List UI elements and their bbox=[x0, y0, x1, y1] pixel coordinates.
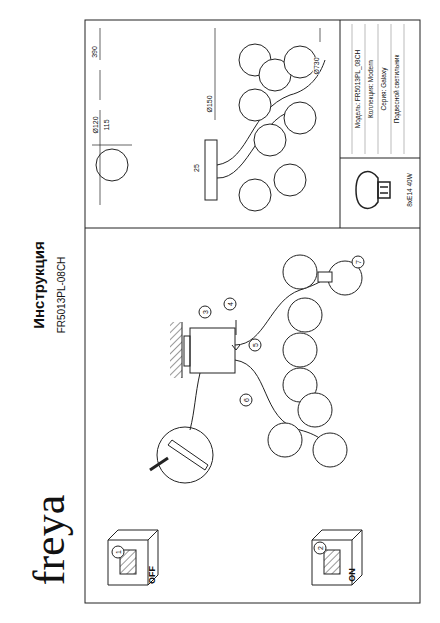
fixture bbox=[232, 255, 362, 467]
mounting-plate bbox=[184, 336, 190, 366]
ceiling bbox=[170, 322, 182, 378]
divider bbox=[85, 228, 420, 229]
label: 8хE14 40W bbox=[407, 173, 414, 207]
label: Серия: Galaxy bbox=[381, 68, 388, 111]
label: Коллекция: Modern bbox=[368, 60, 375, 118]
wire bbox=[190, 373, 200, 430]
label: Ø730 bbox=[313, 57, 320, 74]
callout-number: 5 bbox=[252, 343, 259, 347]
callout-number: 4 bbox=[227, 302, 234, 306]
divider bbox=[340, 158, 420, 159]
logo: freya bbox=[28, 495, 72, 585]
frame bbox=[85, 20, 420, 603]
table-rule bbox=[378, 24, 379, 154]
switch-on bbox=[312, 530, 362, 585]
label: Подвесной светильник bbox=[394, 55, 401, 124]
bulb-icon bbox=[356, 172, 390, 209]
table-rule bbox=[404, 24, 405, 154]
table-rule bbox=[365, 24, 366, 154]
label: Ø150 bbox=[206, 95, 213, 112]
ceiling bbox=[182, 322, 183, 378]
arrow bbox=[232, 320, 240, 350]
title: Инструкция bbox=[31, 241, 46, 329]
label: 115 bbox=[103, 119, 110, 130]
callout-circle bbox=[112, 546, 124, 558]
table-rule bbox=[352, 24, 353, 154]
callout-circle bbox=[199, 306, 211, 318]
label: OFF bbox=[148, 566, 157, 584]
callout-number: 1 bbox=[115, 550, 122, 554]
label: FR5013PL-08CH bbox=[57, 257, 67, 334]
label: Модель: FR5013PL_08CH bbox=[355, 50, 362, 128]
callout-number: 3 bbox=[202, 310, 209, 314]
screw-detail bbox=[150, 427, 213, 483]
label: Ø120 bbox=[92, 116, 99, 133]
dimension-drawing bbox=[92, 28, 325, 211]
callout-number: 6 bbox=[243, 398, 250, 402]
callout-number: 2 bbox=[317, 546, 324, 550]
callout-circle bbox=[224, 298, 236, 310]
table-rule bbox=[391, 24, 392, 154]
switch-off bbox=[108, 530, 158, 585]
callout-circle bbox=[240, 394, 252, 406]
canopy bbox=[190, 328, 235, 373]
divider bbox=[340, 20, 341, 228]
callout-circle bbox=[352, 256, 364, 268]
label: 25 bbox=[193, 164, 200, 172]
callout-number: 7 bbox=[355, 260, 362, 264]
label: 390 bbox=[91, 46, 98, 58]
callout-circle bbox=[249, 339, 261, 351]
callout-circle bbox=[314, 542, 326, 554]
label: ON bbox=[348, 568, 357, 582]
